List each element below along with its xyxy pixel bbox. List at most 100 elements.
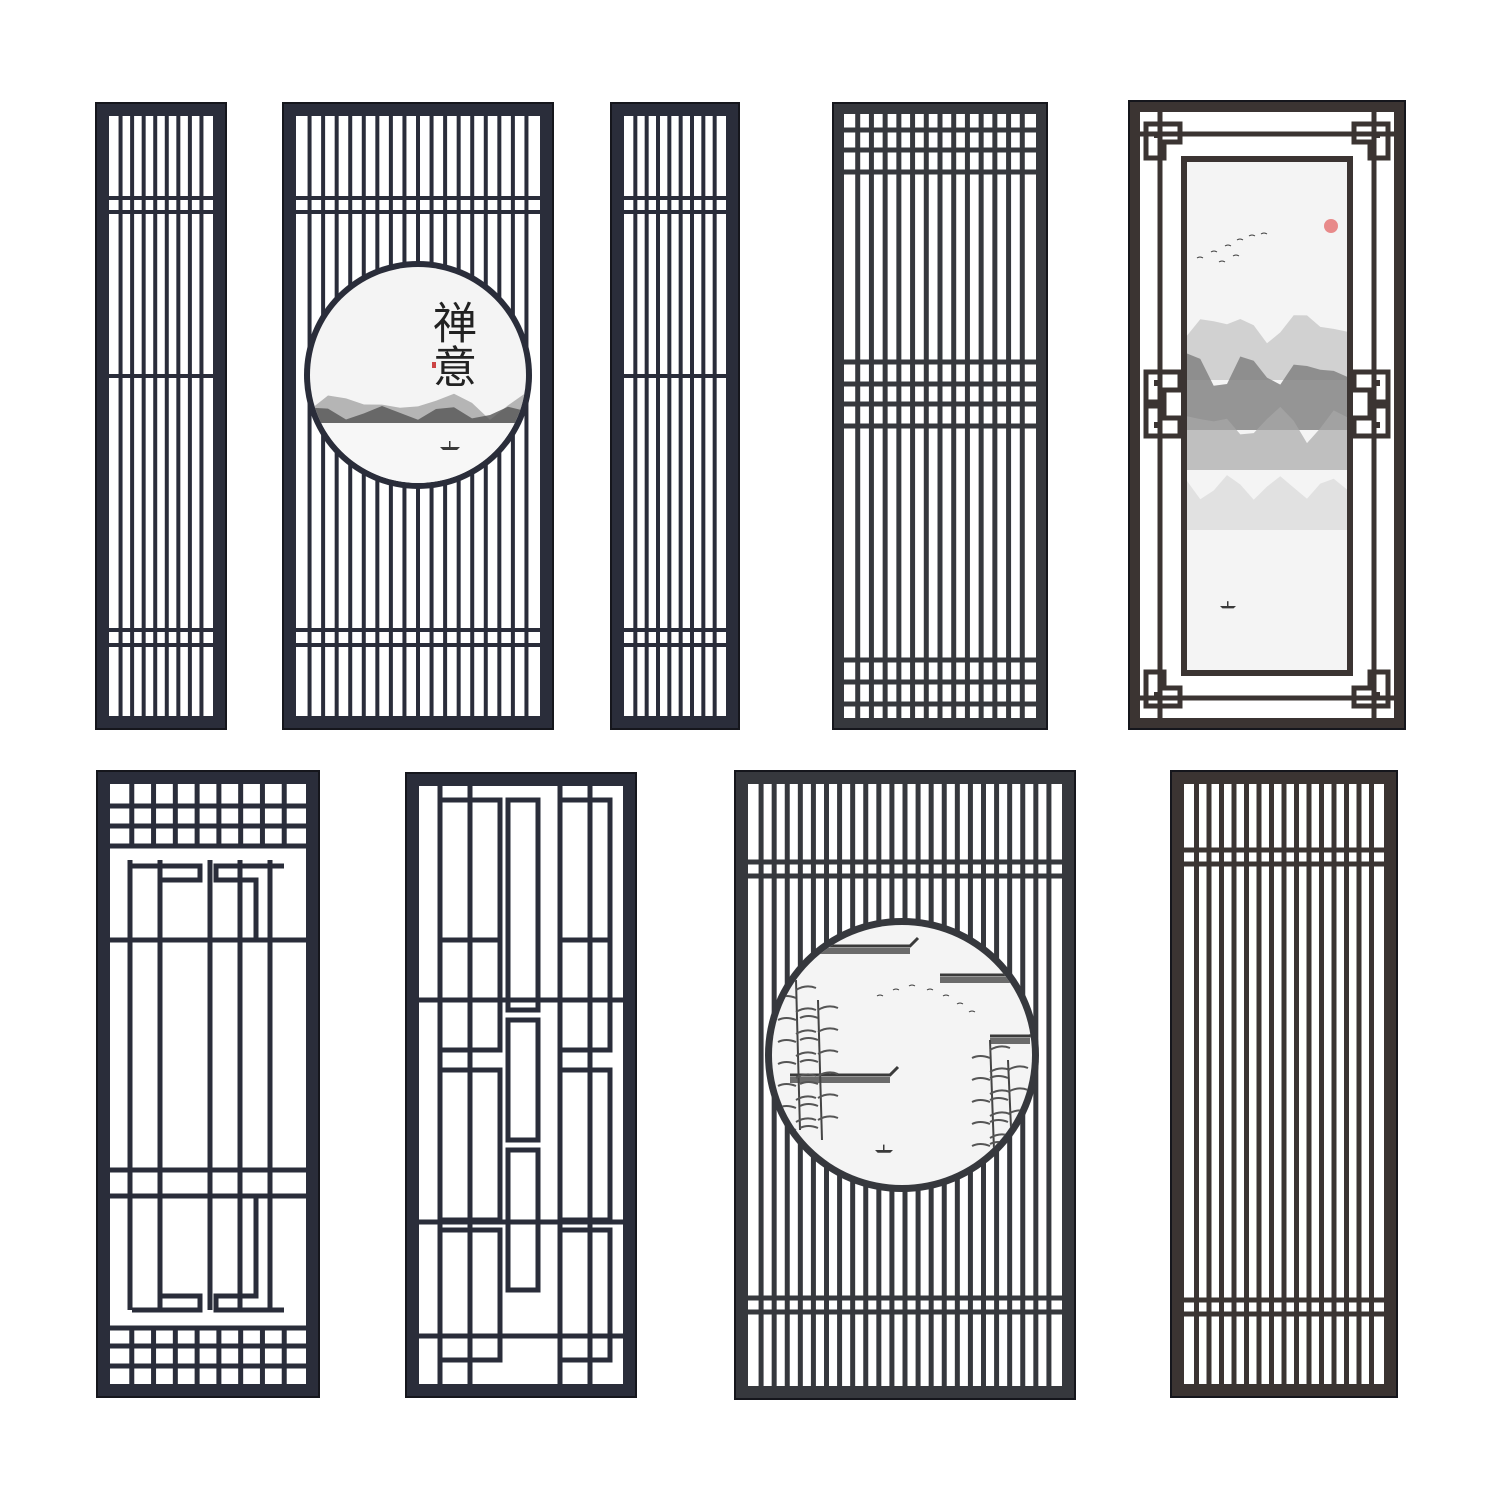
horizontal-rail (624, 196, 726, 200)
bamboo-stalk (989, 1039, 995, 1151)
vertical-slat (910, 114, 916, 718)
fret-knot (1154, 380, 1160, 386)
vertical-slat (868, 114, 874, 718)
vertical-slat (587, 786, 593, 1384)
bamboo-leaf (795, 1117, 817, 1123)
rooftop-tiles (790, 1077, 890, 1083)
bird-icon (1236, 238, 1244, 241)
rooftop-tiles (990, 1038, 1030, 1044)
rooftop-tiles (800, 948, 910, 954)
horizontal-rail (1184, 1311, 1384, 1317)
vertical-slat (194, 1328, 200, 1384)
row1-panel1 (95, 102, 227, 730)
vertical-slat (176, 116, 181, 716)
row1-panel5 (1128, 100, 1406, 730)
row2-panel4 (1170, 770, 1398, 1398)
bamboo-leaf (799, 1059, 819, 1063)
bamboo-leaf (817, 1005, 839, 1011)
fret-corner (1143, 399, 1183, 439)
horizontal-rail (109, 643, 213, 647)
bamboo-leaf (817, 1115, 839, 1121)
mountain-ridge (1187, 475, 1347, 530)
bird-icon (1232, 254, 1240, 257)
interlock-rect (505, 797, 541, 1013)
vertical-slat (1356, 784, 1362, 1384)
vertical-slat (855, 114, 861, 718)
bamboo-stalk (817, 999, 823, 1141)
vertical-slat (1319, 784, 1324, 1384)
vertical-slat (1019, 114, 1025, 718)
vertical-slat (130, 116, 135, 716)
fret-corner (1351, 399, 1391, 439)
vertical-slat (1206, 784, 1212, 1384)
vertical-slat (644, 116, 649, 716)
horizontal-rail (110, 823, 306, 829)
bamboo-leaf (971, 1099, 991, 1103)
vertical-slat (153, 116, 158, 716)
mountain-ridge (1187, 353, 1347, 430)
vertical-slat (238, 784, 244, 846)
bamboo-leaf (817, 1027, 839, 1033)
interlock-rect (437, 1227, 503, 1363)
vertical-slat (1344, 784, 1349, 1384)
bird-icon (892, 988, 900, 991)
vertical-slat (129, 784, 135, 846)
bamboo-leaf (989, 1045, 1011, 1051)
bird-icon (956, 1002, 964, 1005)
vertical-slat (151, 784, 157, 846)
vertical-slat (307, 116, 312, 716)
horizontal-rail (624, 374, 726, 378)
fret-knot (1374, 380, 1380, 386)
bamboo-leaf (795, 1095, 817, 1101)
horizontal-rail (109, 196, 213, 200)
vertical-slat (281, 784, 287, 846)
horizontal-rail (624, 210, 726, 214)
bird-icon (1224, 244, 1232, 247)
row2-panel1 (96, 770, 320, 1398)
bird-icon (1196, 256, 1204, 259)
vertical-slat (238, 1328, 244, 1384)
vertical-slat (1231, 784, 1237, 1384)
vertical-slat (1006, 114, 1012, 718)
bamboo-leaf (795, 1029, 817, 1035)
fret-knot (1154, 422, 1160, 428)
horizontal-rail (844, 679, 1036, 685)
fret-hook (213, 1196, 284, 1313)
vertical-slat (992, 114, 998, 718)
vertical-slat (1294, 784, 1299, 1384)
bamboo-leaf (1007, 1087, 1029, 1093)
bamboo-leaf (989, 1097, 1009, 1101)
vertical-slat (187, 116, 192, 716)
horizontal-rail (109, 210, 213, 214)
bamboo-leaf (795, 985, 817, 991)
row1-panel3 (610, 102, 740, 730)
bamboo-leaf (795, 1007, 817, 1013)
vertical-slat (467, 786, 473, 1384)
vertical-slat (237, 860, 243, 1310)
bamboo-leaf (989, 1119, 1009, 1123)
bamboo-leaf (817, 1049, 839, 1055)
bamboo-leaf (777, 1017, 797, 1021)
bamboo-leaf (777, 1083, 797, 1087)
vertical-slat (1306, 784, 1312, 1384)
horizontal-rail (296, 196, 540, 200)
vertical-slat (164, 116, 169, 716)
vertical-slat (1269, 784, 1274, 1384)
mountain-ridge (1187, 315, 1347, 380)
bird-icon (1260, 232, 1268, 235)
horizontal-rail (110, 1363, 306, 1369)
horizontal-rail (1140, 131, 1394, 137)
bamboo-leaf (1007, 1065, 1029, 1071)
horizontal-rail (844, 147, 1036, 153)
vertical-slat (1219, 784, 1224, 1384)
vertical-slat (172, 1328, 178, 1384)
horizontal-rail (419, 997, 623, 1003)
vertical-slat (267, 860, 273, 1310)
vertical-slat (141, 116, 146, 716)
fret-hook (213, 863, 284, 940)
row2-panel2 (405, 772, 637, 1398)
row1-panel2 (282, 102, 554, 730)
vertical-slat (690, 116, 694, 716)
